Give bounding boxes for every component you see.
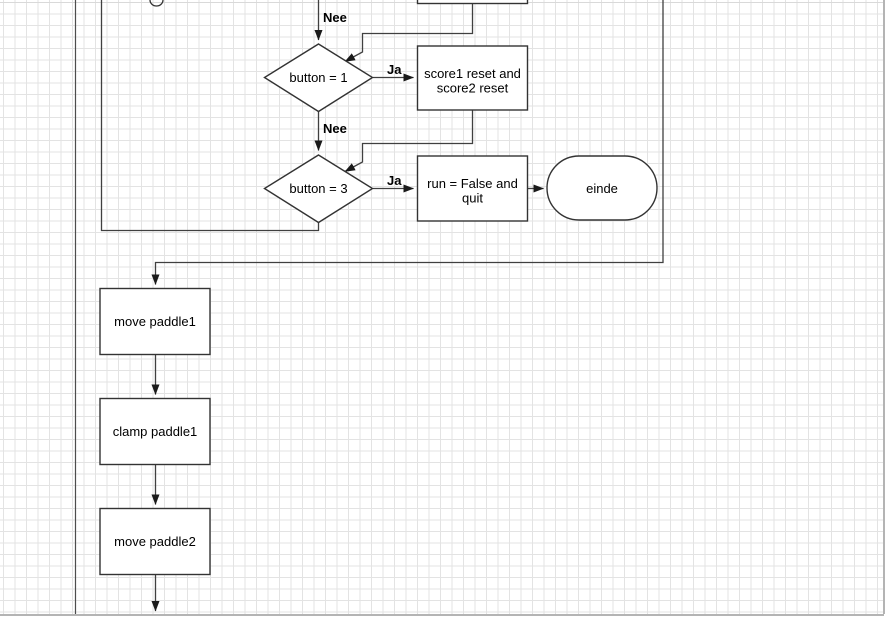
decision-button-1[interactable]: button = 1 bbox=[263, 43, 374, 113]
process-run-false-quit-line2: quit bbox=[462, 191, 483, 206]
process-move-paddle2-shape[interactable] bbox=[99, 507, 211, 576]
decision-button-3[interactable]: button = 3 bbox=[263, 154, 374, 224]
edge-label-nee2: Nee bbox=[323, 121, 347, 136]
process-clamp-paddle1[interactable]: clamp paddle1 bbox=[99, 397, 211, 466]
process-score-reset-line2: score2 reset bbox=[437, 81, 509, 96]
decision-button-3-label: button = 3 bbox=[289, 181, 347, 196]
decision-button-3-shape[interactable] bbox=[263, 154, 374, 224]
decision-button-1-label: button = 1 bbox=[289, 70, 347, 85]
canvas-edge-bottom bbox=[0, 613, 884, 616]
edge-label-nee1: Nee bbox=[323, 10, 347, 25]
process-move-paddle2[interactable]: move paddle2 bbox=[99, 507, 211, 576]
process-score-reset-line1: score1 reset and bbox=[424, 66, 521, 81]
process-score-reset-shape[interactable] bbox=[416, 45, 529, 111]
process-move-paddle1[interactable]: move paddle1 bbox=[99, 287, 211, 356]
decision-button-1-shape[interactable] bbox=[263, 43, 374, 113]
connector-reset-to-decision2[interactable] bbox=[344, 110, 474, 173]
clipped-shape-top[interactable] bbox=[149, 0, 164, 7]
process-move-paddle2-label: move paddle2 bbox=[114, 534, 196, 549]
process-run-false-quit-shape[interactable] bbox=[416, 155, 529, 222]
process-move-paddle1-label: move paddle1 bbox=[114, 314, 196, 329]
terminator-einde[interactable]: einde bbox=[546, 155, 658, 221]
process-box-clipped-top[interactable] bbox=[416, 0, 529, 5]
process-clamp-paddle1-label: clamp paddle1 bbox=[113, 424, 198, 439]
edge-labels: Nee Ja Nee Ja bbox=[323, 10, 402, 188]
terminator-einde-label: einde bbox=[586, 181, 618, 196]
edge-label-ja1: Ja bbox=[387, 62, 402, 77]
terminator-einde-shape[interactable] bbox=[546, 155, 658, 221]
flowchart-nodes: button = 1 score1 reset and score2 reset… bbox=[99, 0, 658, 576]
edge-label-ja2: Ja bbox=[387, 173, 402, 188]
process-clamp-paddle1-shape[interactable] bbox=[99, 397, 211, 466]
connector-loop-to-move-paddle1[interactable] bbox=[151, 0, 664, 285]
process-score-reset[interactable]: score1 reset and score2 reset bbox=[416, 45, 529, 111]
process-move-paddle1-shape[interactable] bbox=[99, 287, 211, 356]
process-run-false-quit-line1: run = False and bbox=[427, 176, 518, 191]
connector-loop-back[interactable] bbox=[100, 0, 320, 232]
connector-topbox-to-decision1[interactable] bbox=[344, 3, 474, 63]
canvas-edge-right bbox=[883, 0, 885, 614]
connectors bbox=[100, 0, 664, 612]
process-run-false-quit[interactable]: run = False and quit bbox=[416, 155, 529, 222]
